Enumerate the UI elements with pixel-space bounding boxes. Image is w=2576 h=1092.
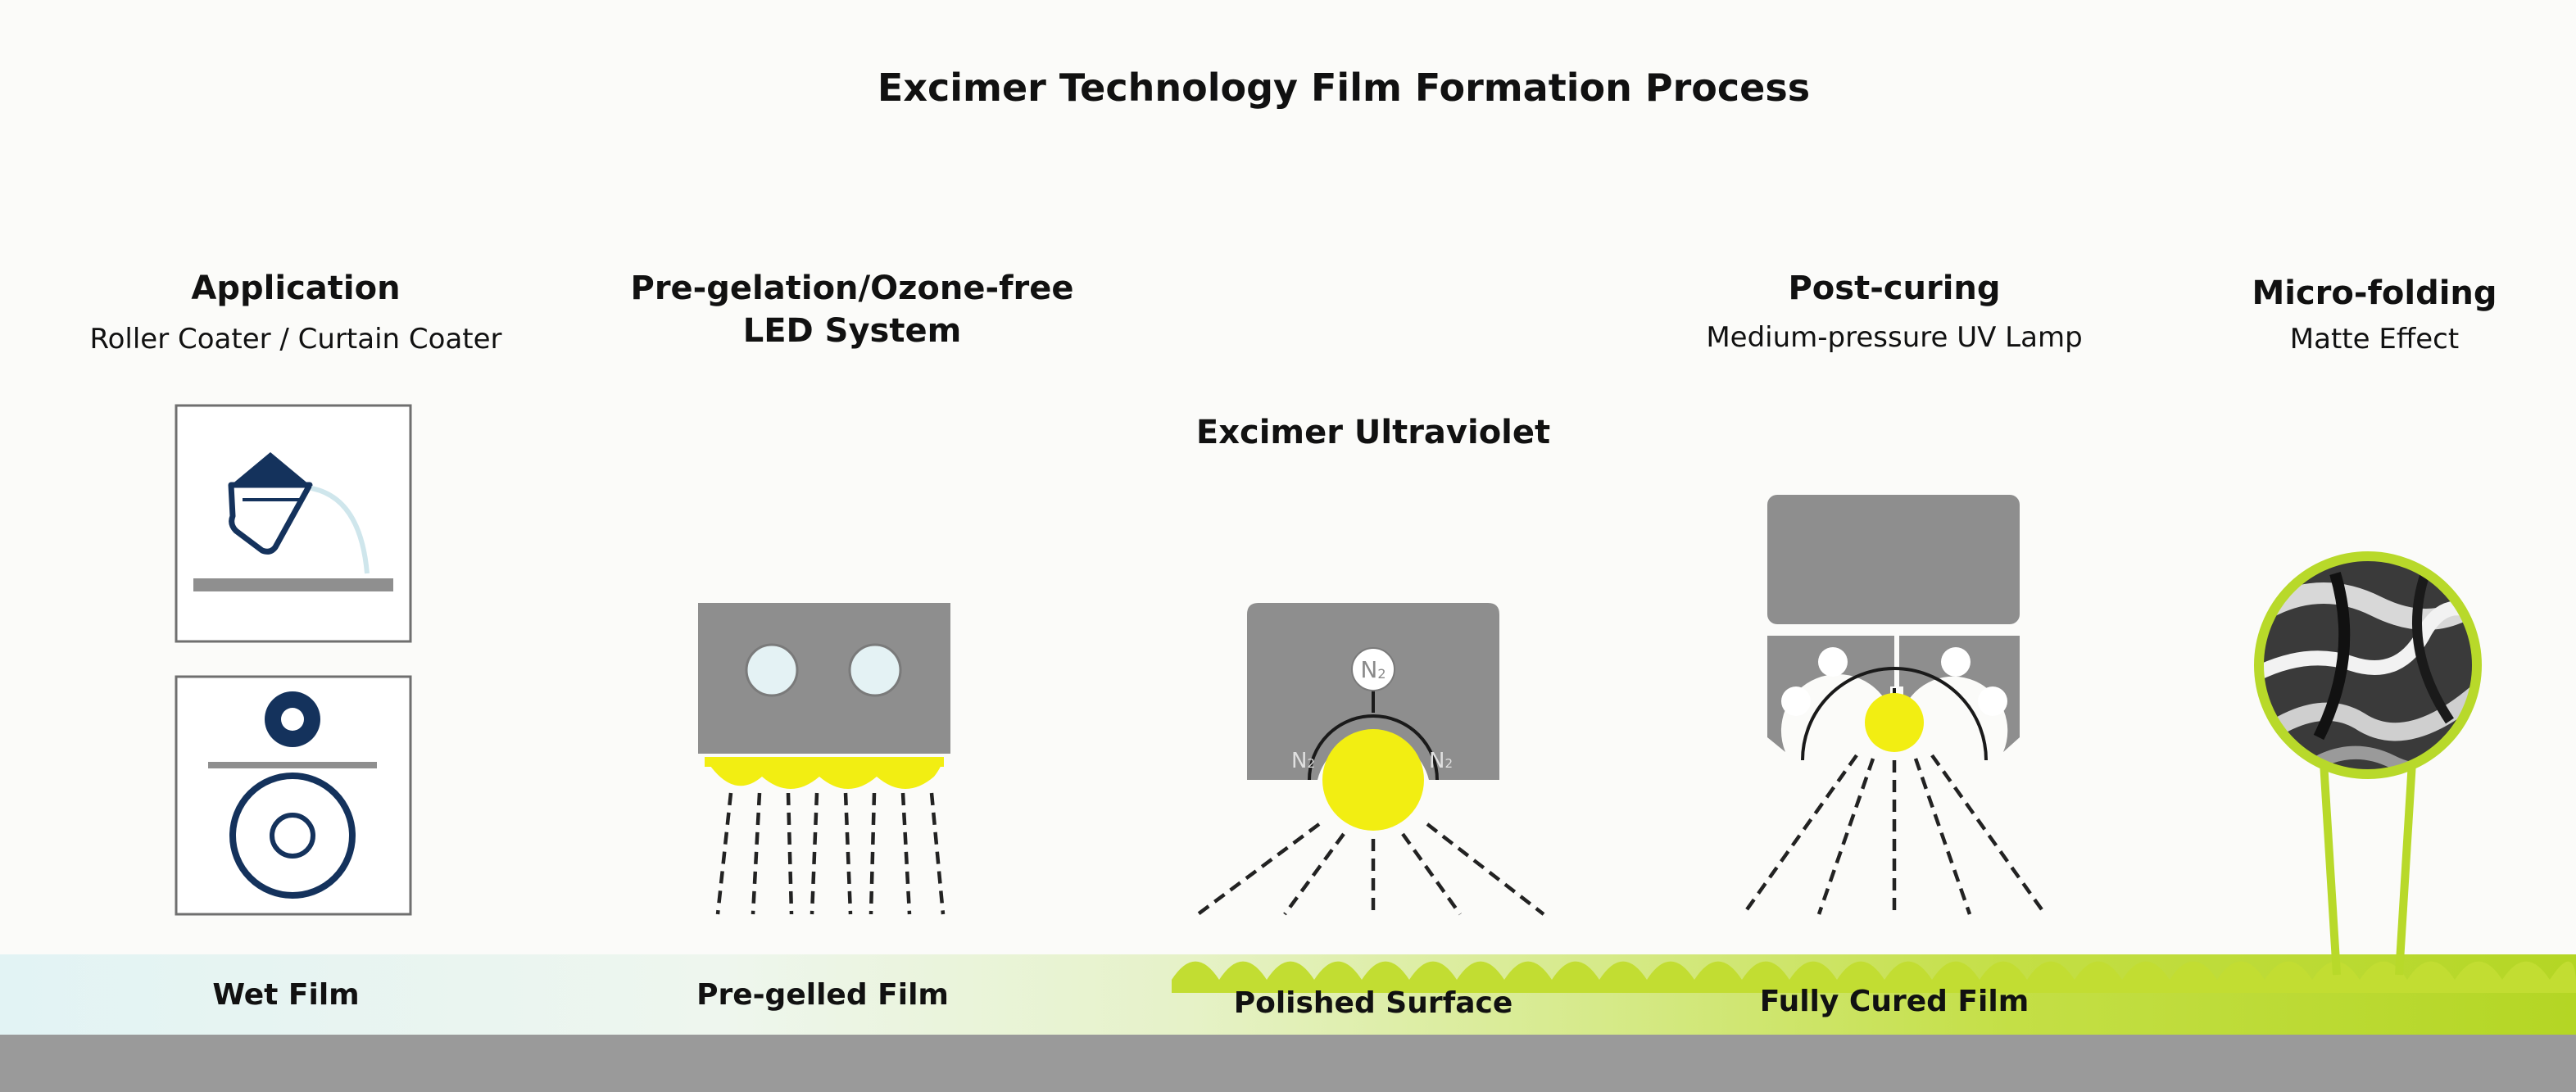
led-light-rays <box>715 792 946 915</box>
film-label-cured: Fully Cured Film <box>1759 985 2030 1018</box>
application-plate <box>193 578 393 591</box>
application-station <box>175 404 412 916</box>
step-pregelation-title-line2: LED System <box>742 312 962 350</box>
micro-fold-waves <box>1172 961 2576 993</box>
led-ray <box>900 792 912 915</box>
film-label-pregelled: Pre-gelled Film <box>696 978 949 1012</box>
nitrogen-gas-left-label: N2 <box>1291 749 1315 773</box>
step-postcuring-subtitle: Medium-pressure UV Lamp <box>1706 321 2083 354</box>
led-ray <box>843 792 853 915</box>
excimer-lamp-icon <box>1247 603 1499 831</box>
curtain-coater-frame <box>175 404 412 643</box>
step-application-title: Application <box>191 270 401 307</box>
nitrogen-gas-right-label: N2 <box>1429 749 1453 773</box>
excimer-light-rays <box>1196 822 1545 916</box>
step-microfolding-subtitle: Matte Effect <box>2289 323 2460 356</box>
nitrogen-symbol-right: N <box>1429 749 1445 773</box>
led-ray <box>868 792 877 915</box>
magnifier-icon <box>2254 551 2482 976</box>
film-label-wet: Wet Film <box>212 978 360 1012</box>
uv-lamp-icon <box>1767 495 2020 761</box>
led-ray <box>715 792 733 915</box>
step-pregelation-title-line1: Pre-gelation/Ozone-free <box>630 270 1074 307</box>
diagram-title: Excimer Technology Film Formation Proces… <box>877 66 1811 110</box>
uv-light-rays <box>1742 754 2047 916</box>
nitrogen-subscript-left: 2 <box>1307 756 1315 771</box>
step-microfolding-title: Micro-folding <box>2252 274 2497 312</box>
film-label-polished: Polished Surface <box>1233 986 1513 1020</box>
substrate-base <box>0 1035 2576 1092</box>
step-application-subtitle: Roller Coater / Curtain Coater <box>89 323 502 356</box>
led-lamp-icon <box>698 603 950 789</box>
led-ray <box>929 792 946 915</box>
pouring-beaker-icon <box>228 452 370 574</box>
led-ray <box>810 792 819 915</box>
roller-coater-icon <box>208 691 377 899</box>
nitrogen-subscript-top: 2 <box>1377 665 1386 682</box>
nitrogen-subscript-right: 2 <box>1444 756 1453 771</box>
nitrogen-symbol-top: N <box>1360 655 1378 683</box>
step-postcuring-title: Post-curing <box>1788 270 2001 307</box>
nitrogen-symbol-left: N <box>1291 749 1308 773</box>
led-ray <box>786 792 794 915</box>
led-ray <box>751 792 762 915</box>
step-excimer-title: Excimer Ultraviolet <box>1195 414 1551 451</box>
